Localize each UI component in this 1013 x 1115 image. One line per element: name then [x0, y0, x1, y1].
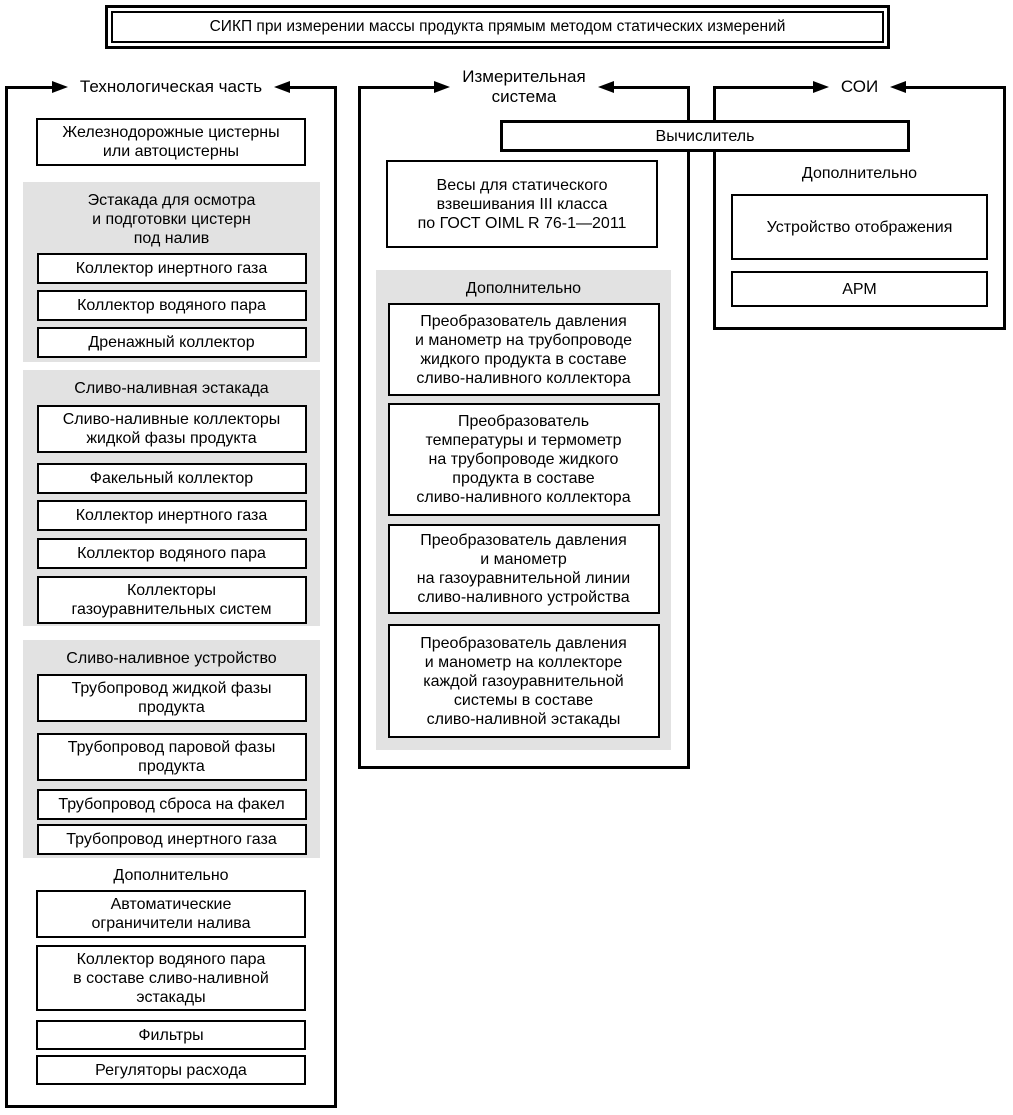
box-temperature-transducer: Преобразователь температуры и термометр …: [387, 403, 660, 516]
box-liquid-phase-collectors: Сливо-наливные коллекторы жидкой фазы пр…: [36, 405, 307, 453]
connector-line-left: [358, 81, 451, 93]
panel-loading-rack-title: Сливо-наливная эстакада: [74, 380, 269, 397]
arrow-left-icon: [597, 81, 614, 93]
panel-loading-device: Сливо-наливное устройство Трубопровод жи…: [23, 640, 320, 858]
box-flare-collector: Факельный коллектор: [36, 463, 307, 494]
tech-extra-title: Дополнительно: [113, 867, 229, 884]
arrow-left-icon: [274, 81, 291, 93]
box-static-scales: Весы для статического взвешивания III кл…: [386, 160, 658, 248]
measuring-column-header: Измерительная система: [358, 66, 691, 108]
box-drain-collector: Дренажный коллектор: [36, 327, 307, 358]
diagram-title: СИКП при измерении массы продукта прямым…: [111, 11, 884, 43]
box-gas-equalizing-collectors: Коллекторы газоуравнительных систем: [36, 576, 307, 624]
panel-inspection-rack-title: Эстакада для осмотра и подготовки цистер…: [87, 192, 256, 247]
box-inert-gas-pipe: Трубопровод инертного газа: [36, 824, 307, 855]
connector-line-right: [890, 81, 1007, 93]
panel-loading-device-title: Сливо-наливное устройство: [66, 650, 277, 667]
tech-column: Технологическая часть Железнодорожные ци…: [5, 77, 338, 1108]
box-railway-tanks: Железнодорожные цистерны или автоцистерн…: [36, 118, 306, 166]
box-inert-gas-collector: Коллектор инертного газа: [36, 253, 307, 284]
arrow-right-icon: [51, 81, 68, 93]
arrow-right-icon: [812, 81, 829, 93]
box-inert-gas-collector-2: Коллектор инертного газа: [36, 500, 307, 531]
connector-line-right: [274, 81, 338, 93]
measuring-system-column: Измерительная система Весы для статическ…: [358, 67, 691, 769]
tech-column-title: Технологическая часть: [79, 77, 263, 96]
box-arm: АРМ: [731, 271, 988, 307]
box-vapor-phase-pipe: Трубопровод паровой фазы продукта: [36, 733, 307, 781]
box-filters: Фильтры: [36, 1020, 306, 1050]
box-computer: Вычислитель: [500, 120, 910, 152]
box-flare-discharge-pipe: Трубопровод сброса на факел: [36, 789, 307, 820]
box-liquid-phase-pipe: Трубопровод жидкой фазы продукта: [36, 674, 307, 722]
box-auto-limiters: Автоматические ограничители налива: [36, 890, 306, 938]
measuring-column-title: Измерительная система: [462, 67, 586, 106]
tech-column-header: Технологическая часть: [5, 75, 338, 99]
box-steam-collector-rack: Коллектор водяного пара в составе сливо-…: [36, 945, 306, 1011]
connector-line-right: [597, 81, 691, 93]
panel-loading-rack: Сливо-наливная эстакада Сливо-наливные к…: [23, 370, 320, 626]
panel-measure-extra-title: Дополнительно: [465, 280, 582, 297]
panel-measure-extra: Дополнительно Преобразователь давления и…: [376, 270, 671, 750]
soi-column-header: СОИ: [713, 75, 1007, 99]
soi-column-title: СОИ: [840, 77, 879, 96]
box-pressure-transducer-collector: Преобразователь давления и манометр на т…: [387, 303, 660, 396]
arrow-left-icon: [890, 81, 907, 93]
box-pressure-transducer-gas-system: Преобразователь давления и манометр на к…: [387, 624, 660, 738]
panel-inspection-rack: Эстакада для осмотра и подготовки цистер…: [23, 182, 320, 362]
diagram-title-box: СИКП при измерении массы продукта прямым…: [105, 5, 890, 49]
connector-line-left: [5, 81, 68, 93]
box-flow-regulators: Регуляторы расхода: [36, 1055, 306, 1085]
box-steam-collector: Коллектор водяного пара: [36, 290, 307, 321]
arrow-right-icon: [434, 81, 451, 93]
box-pressure-transducer-gas-line: Преобразователь давления и манометр на г…: [387, 524, 660, 614]
box-steam-collector-2: Коллектор водяного пара: [36, 538, 307, 569]
soi-column: СОИ Дополнительно Устройство отображения…: [713, 77, 1007, 330]
soi-extra-title: Дополнительно: [801, 165, 918, 182]
box-display-device: Устройство отображения: [731, 194, 988, 260]
connector-line-left: [713, 81, 829, 93]
